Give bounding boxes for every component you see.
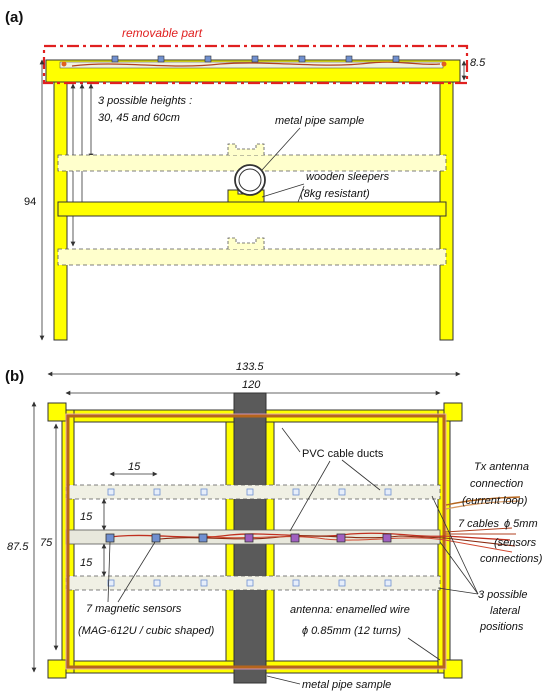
dim-top-label: 8.5 [470, 57, 486, 69]
sensors-lower [107, 579, 392, 587]
tx-line3: (current loop) [462, 495, 528, 507]
ducts-leader-1 [281, 427, 301, 453]
tx-line2: connection [470, 478, 523, 490]
cables-line3: connections) [480, 553, 543, 565]
left-leg [53, 61, 68, 341]
cables-diam: ϕ 5mm [504, 518, 538, 530]
lateral-line1: 3 possible [478, 589, 528, 601]
corner-post-tl [47, 402, 67, 422]
ducts-leader-2 [341, 459, 381, 491]
right-leg [439, 61, 454, 341]
cable-5 [444, 527, 513, 533]
tx-lead-2 [445, 500, 521, 510]
tx-lead-1 [445, 496, 521, 506]
corner-post-bl [47, 659, 67, 679]
lateral-line3: positions [479, 621, 524, 633]
antenna-line1: antenna: enamelled wire [290, 604, 410, 616]
pipe-label-b: metal pipe sample [302, 679, 391, 691]
spacing-v1-label: 15 [80, 511, 93, 523]
sleeper-low [57, 248, 447, 266]
cable-3 [204, 535, 513, 553]
heights-line2: 30, 45 and 60cm [98, 112, 180, 124]
lateral-leader-1 [431, 495, 479, 595]
lateral-leader-2 [439, 541, 479, 595]
heights-line1: 3 possible heights : [98, 95, 192, 107]
sensors-upper [107, 488, 392, 496]
lateral-leader-3 [437, 587, 479, 595]
spacing-v2-label: 15 [80, 557, 93, 569]
sensors-middle [105, 533, 392, 543]
pipe-leader-b [266, 675, 301, 685]
antenna-loop [66, 414, 446, 669]
sleeper-mid [57, 201, 447, 217]
sensors-leader-1 [107, 541, 111, 603]
antenna-line2: ϕ 0.85mm (12 turns) [302, 625, 401, 637]
top-right-marker [441, 61, 447, 67]
sleepers-line2: (8kg resistant) [300, 188, 370, 200]
panel-a: (a) removable part 8.5 94 [5, 9, 486, 341]
top-sensors [111, 55, 400, 63]
holder-low [227, 237, 265, 249]
dim-outer-height-label: 87.5 [7, 541, 29, 553]
sleepers-line1: wooden sleepers [306, 171, 390, 183]
holder-high [227, 143, 265, 155]
sensors-leader-2 [117, 541, 156, 603]
panel-b-tag: (b) [5, 368, 24, 385]
sleepers-leader-2 [297, 185, 305, 203]
dim-inner-width-label: 120 [242, 379, 261, 391]
dim-inner-height-label: 75 [40, 537, 53, 549]
cables-line1: 7 cables [458, 518, 499, 530]
sensors-line1: 7 magnetic sensors [86, 603, 182, 615]
panel-a-tag: (a) [5, 9, 23, 26]
ducts-label: PVC cable ducts [302, 448, 384, 460]
antenna-loop-outline [65, 413, 447, 670]
dim-height-label: 94 [24, 196, 36, 208]
dim-outer-width-label: 133.5 [236, 361, 264, 373]
panel-b: (b) 133.5 120 87.5 75 [5, 361, 543, 691]
lateral-line2: lateral [490, 605, 521, 617]
sensors-line2: (MAG-612U / cubic shaped) [78, 625, 215, 637]
removable-part-label: removable part [122, 26, 203, 40]
cable-1 [109, 532, 511, 541]
pipe-label-a: metal pipe sample [275, 115, 364, 127]
corner-post-br [443, 659, 463, 679]
pipe-inner-wall [238, 168, 262, 192]
cables-line2: (sensors [494, 537, 537, 549]
ducts-leader-3 [289, 460, 331, 532]
pipe-leader-a [261, 127, 301, 171]
top-left-marker [61, 61, 67, 67]
spacing-h-label: 15 [128, 461, 141, 473]
sleepers-leader-1 [261, 183, 305, 198]
corner-post-tr [443, 402, 463, 422]
tx-line1: Tx antenna [474, 461, 529, 473]
antenna-leader [407, 637, 441, 661]
top-cable [71, 61, 441, 67]
